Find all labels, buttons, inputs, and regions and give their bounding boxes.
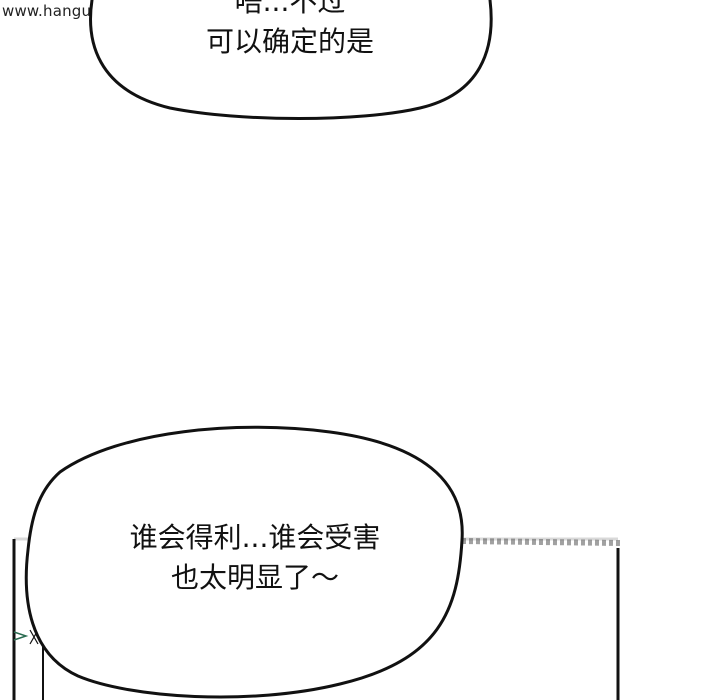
bubble-top-line-1: 唔...不过 — [234, 0, 346, 18]
speech-bubble-top-text: 唔...不过 可以确定的是 — [140, 0, 440, 62]
bubble-bottom-line-2: 也太明显了～ — [170, 561, 339, 594]
small-mark-a — [13, 631, 29, 641]
speech-bubble-bottom-text: 谁会得利...谁会受害 也太明显了～ — [60, 518, 450, 598]
bubble-bottom-line-1: 谁会得利...谁会受害 — [129, 521, 381, 554]
speech-bubble-bottom — [24, 425, 464, 699]
speech-bubble-top — [89, 0, 493, 120]
panel-blur-edge — [461, 538, 621, 546]
bubble-top-line-2: 可以确定的是 — [205, 25, 374, 58]
